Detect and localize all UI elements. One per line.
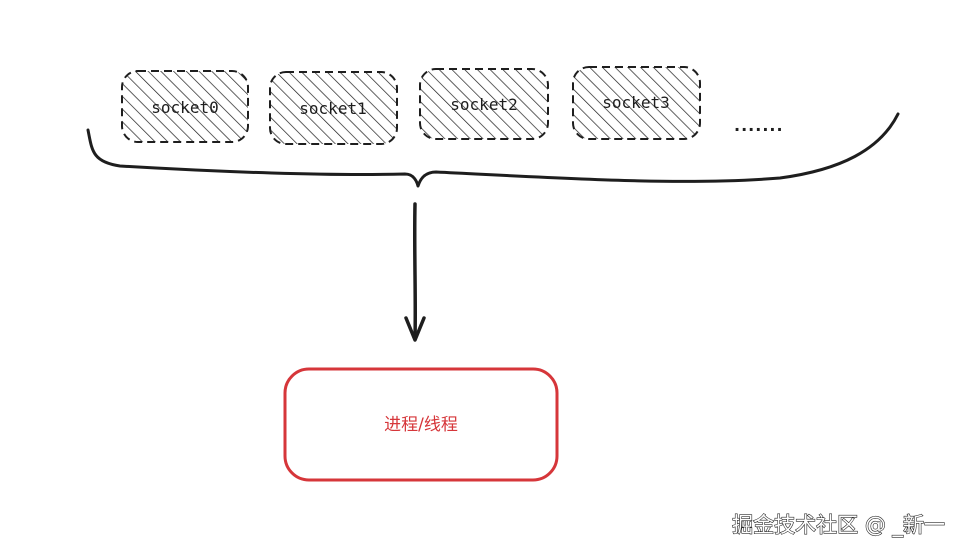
socket-box-3: socket3 [572, 66, 701, 140]
socket-box-1: socket1 [269, 71, 398, 145]
grouping-brace [86, 112, 900, 188]
down-arrow [404, 202, 426, 342]
socket-label-0: socket0 [151, 98, 218, 117]
socket-label-2: socket2 [450, 95, 517, 114]
socket-label-1: socket1 [299, 99, 366, 118]
process-thread-box: 进程/线程 [283, 367, 559, 482]
more-sockets-ellipsis: ....... [734, 116, 784, 135]
socket-label-3: socket3 [602, 93, 669, 112]
socket-box-0: socket0 [121, 70, 249, 143]
watermark-text: 掘金技术社区 @ _新一 [732, 513, 945, 538]
process-thread-label: 进程/线程 [384, 415, 458, 435]
socket-box-2: socket2 [419, 68, 549, 140]
